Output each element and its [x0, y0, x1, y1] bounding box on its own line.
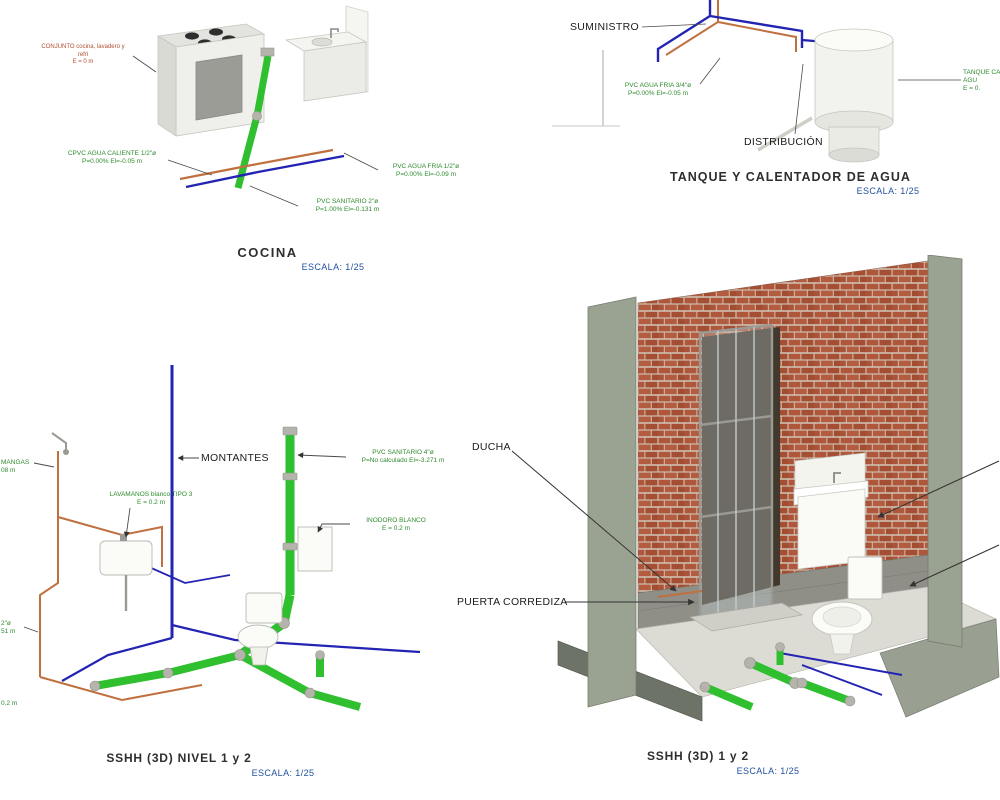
cold-water-pipe-blue: [656, 0, 712, 62]
label-line: 51 m: [1, 628, 16, 636]
label-pvc-sanitario-4: PVC SANITARIO 4"ø P=No calculado El=-3.2…: [348, 449, 458, 465]
label-line: 0.2 m: [1, 700, 18, 707]
label-line: MANGAS: [1, 459, 30, 466]
cold-water-pipe-blue: [185, 154, 345, 189]
label-pvc-sanitario-cocina: PVC SANITARIO 2"ø P=1.00% El=-0.131 m: [299, 198, 396, 214]
pipe-fitting: [252, 111, 262, 121]
label-line: PVC SANITARIO 2"ø: [316, 198, 379, 205]
tanque-pipes: [656, 0, 851, 152]
pipe-fitting: [260, 47, 275, 57]
burner-icon: [209, 28, 223, 36]
label-line: P=No calculado El=-3.271 m: [361, 457, 445, 465]
label-line: AGU: [963, 77, 978, 85]
pipe-fittings: [699, 642, 856, 707]
label-line: CPVC AGUA CALIENTE 1/2"ø: [67, 150, 157, 157]
faucet-icon: [120, 534, 127, 541]
shower-tray: [689, 602, 803, 632]
shower-head-icon: [51, 432, 69, 455]
label-pvc-agua-fria-cocina: PVC AGUA FRIA 1/2"ø P=0.00% El=-0.09 m: [379, 163, 473, 179]
label-tuberia-cut: 2"ø 51 m: [1, 620, 31, 636]
gray-pipe: [757, 116, 813, 152]
label-mangas-cut: MANGAS 08 m: [1, 459, 41, 475]
sshh-3d-title: SSHH (3D) 1 y 2: [646, 749, 750, 763]
inodoro-fixture: [237, 526, 333, 666]
wall-edge: [552, 50, 620, 127]
label-suministro: SUMINISTRO: [570, 21, 639, 33]
sshh-nivel-title: SSHH (3D) NIVEL 1 y 2: [106, 751, 252, 765]
label-distribucion: DISTRIBUCIÓN: [744, 136, 823, 148]
sshh-3d-leader-lines: [511, 450, 1000, 606]
tanque-render: [552, 0, 961, 163]
label-line: TANQUE CALE: [963, 69, 1000, 76]
sink-basin: [311, 37, 333, 47]
label-line: PVC AGUA FRIA 3/4"ø: [624, 82, 692, 89]
label-line: 2"ø: [1, 620, 11, 627]
label-line: E = 0.: [963, 85, 981, 93]
label-line: INODORO BLANCO: [366, 517, 426, 524]
cocina-pipes: [179, 47, 345, 189]
faucet-icon: [833, 472, 841, 483]
sink-vanity: [793, 452, 869, 570]
cold-water-pipe-blue: [801, 664, 883, 696]
burner-icon: [185, 32, 199, 40]
label-ducha: DUCHA: [472, 441, 511, 453]
tanque-leader-lines: [641, 23, 961, 135]
sshh-3d-scale: ESCALA: 1/25: [736, 766, 800, 776]
concrete-columns: [587, 255, 963, 708]
label-line: P=0.00% El=-0.09 m: [396, 171, 456, 179]
hot-water-pipes-copper: [39, 451, 203, 702]
faucet-icon: [330, 28, 339, 38]
label-line: E = 0 m: [72, 59, 94, 65]
pipe-fittings: [89, 426, 325, 699]
label-montantes: MONTANTES: [201, 452, 269, 464]
label-line: refri: [77, 51, 89, 58]
water-tank: [814, 28, 894, 163]
lavamanos-fixture: [99, 534, 153, 611]
sanitary-pipes-green: [703, 647, 852, 711]
glass-mullions: [717, 327, 755, 617]
label-line: 08 m: [1, 467, 16, 475]
cold-water-pipes-blue: [61, 365, 421, 682]
hot-water-pipe-copper: [657, 590, 703, 598]
oven-door: [195, 54, 243, 121]
label-line: E = 0.2 m: [382, 525, 410, 533]
label-puerta-corrediza: PUERTA CORREDIZA: [457, 596, 568, 608]
floor-pipes: [657, 590, 903, 711]
sshh-nivel-render: [23, 365, 421, 711]
label-pvc-agua-fria-tanque: PVC AGUA FRIA 3/4"ø P=0.00% El=-0.05 m: [610, 82, 706, 98]
cocina-title: COCINA: [237, 245, 298, 260]
shower-enclosure: [689, 323, 803, 632]
tanque-title: TANQUE Y CALENTADOR DE AGUA: [670, 170, 911, 184]
hot-water-pipe-copper: [717, 21, 797, 52]
label-line: CONJUNTO cocina, lavadero y: [41, 44, 125, 50]
cocina-scale: ESCALA: 1/25: [301, 262, 365, 272]
label-line: PVC AGUA FRIA 1/2"ø: [392, 163, 460, 170]
label-tanque-calentador: TANQUE CALE AGU E = 0.: [963, 69, 1000, 93]
cocina-leader-lines: [132, 55, 379, 207]
label-conjunto: CONJUNTO cocina, lavadero y refri E = 0 …: [30, 44, 136, 67]
cold-water-pipe-blue: [779, 652, 903, 676]
sshh-nivel-leader-lines: [23, 452, 350, 633]
kitchen-units: [156, 5, 369, 137]
cold-water-pipe-blue: [709, 14, 804, 48]
sshh-nivel-scale: ESCALA: 1/25: [251, 768, 315, 778]
label-line: P=1.00% El=-0.131 m: [315, 206, 380, 214]
label-line: P=0.00% El=-0.05 m: [628, 90, 688, 98]
label-cpvc-agua-caliente: CPVC AGUA CALIENTE 1/2"ø P=0.00% El=-0.0…: [56, 150, 168, 166]
label-line: E = 0.2 m: [137, 499, 165, 507]
hot-water-pipe-copper: [179, 148, 334, 181]
label-line: PVC SANITARIO 4"ø: [372, 449, 434, 456]
label-inodoro-blanco: INODORO BLANCO E = 0.2 m: [351, 517, 441, 533]
toilet: [811, 556, 883, 655]
tanque-scale: ESCALA: 1/25: [856, 186, 920, 196]
cocina-render: [132, 5, 379, 207]
brick-wall: [637, 260, 929, 594]
label-line: P=0.00% El=-0.05 m: [82, 158, 142, 166]
label-lavamanos: LAVAMANOS blanco TIPO 3 E = 0.2 m: [92, 491, 210, 507]
label-elevacion-cut: 0.2 m: [1, 700, 41, 708]
label-line: LAVAMANOS blanco TIPO 3: [109, 491, 193, 498]
sshh-3d-render: [511, 255, 1000, 722]
